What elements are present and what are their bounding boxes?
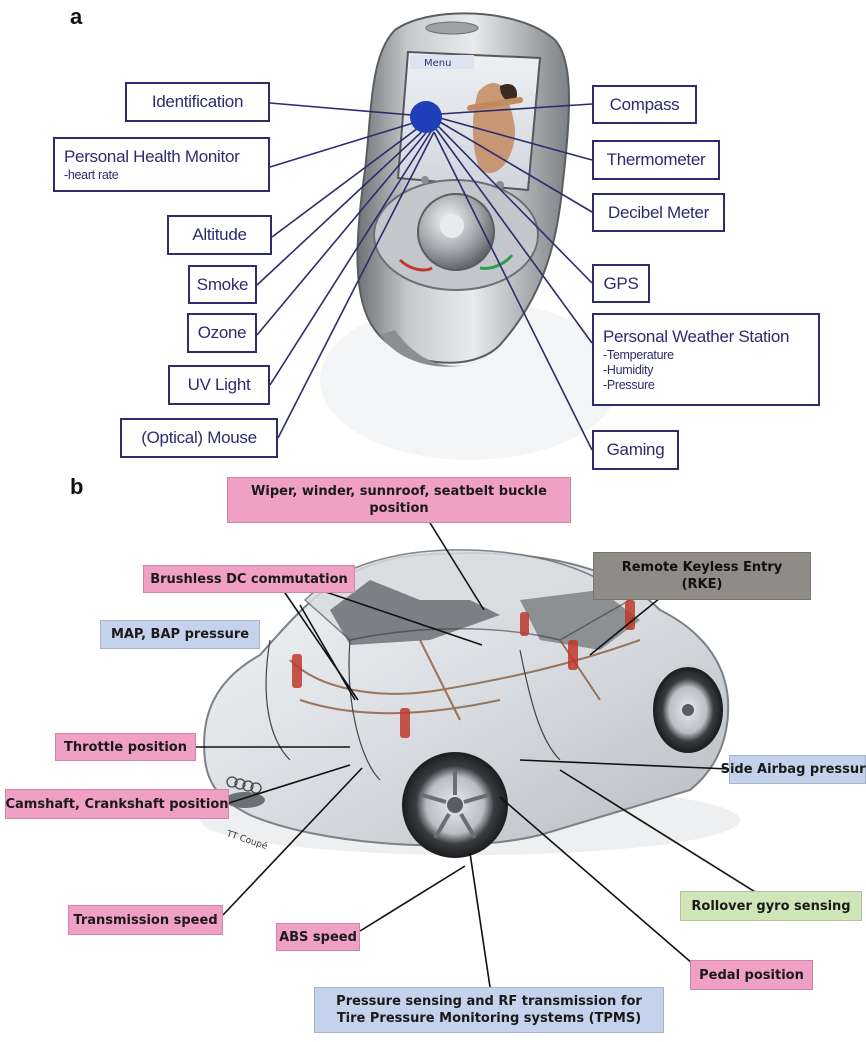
altitude-label: Altitude [167,215,272,255]
decibel-meter-label: Decibel Meter [592,193,725,232]
tpms-line2: Tire Pressure Monitoring systems (TPMS) [337,1010,641,1027]
personal-health-monitor-label: Personal Health Monitor -heart rate [53,137,270,192]
rke-line2: (RKE) [682,576,723,593]
tpms-line1: Pressure sensing and RF transmission for [336,993,642,1010]
wiper-winder-label: Wiper, winder, sunnroof, seatbelt buckle… [227,477,571,523]
personal-weather-station-label: Personal Weather Station -Temperature -H… [592,313,820,406]
rollover-gyro-label: Rollover gyro sensing [680,891,862,921]
smoke-label: Smoke [188,265,257,304]
pedal-position-label: Pedal position [690,960,813,990]
gps-label: GPS [592,264,650,303]
personal-health-monitor-title: Personal Health Monitor [64,146,239,168]
weather-humidity: -Humidity [603,363,653,378]
personal-health-monitor-sub: -heart rate [64,168,118,183]
wiper-winder-line2: position [369,500,428,517]
camshaft-crankshaft-label: Camshaft, Crankshaft position [5,789,229,819]
weather-pressure: -Pressure [603,378,654,393]
optical-mouse-label: (Optical) Mouse [120,418,278,458]
gaming-label: Gaming [592,430,679,470]
abs-speed-label: ABS speed [276,923,360,951]
transmission-speed-label: Transmission speed [68,905,223,935]
uv-light-label: UV Light [168,365,270,405]
tpms-label: Pressure sensing and RF transmission for… [314,987,664,1033]
side-airbag-pressure-label: Side Airbag pressure [729,755,866,784]
sensor-hub-dot [410,101,442,133]
identification-label: Identification [125,82,270,122]
weather-temperature: -Temperature [603,348,674,363]
throttle-position-label: Throttle position [55,733,196,761]
panel-a-letter: a [70,4,82,30]
rke-line1: Remote Keyless Entry [622,559,783,576]
wiper-winder-line1: Wiper, winder, sunnroof, seatbelt buckle [251,483,547,500]
ozone-label: Ozone [187,313,257,353]
map-bap-pressure-label: MAP, BAP pressure [100,620,260,649]
remote-keyless-entry-label: Remote Keyless Entry (RKE) [593,552,811,600]
brushless-dc-label: Brushless DC commutation [143,565,355,593]
phone-screen-menu-text: Menu [424,58,451,69]
personal-weather-station-title: Personal Weather Station [603,326,789,348]
thermometer-label: Thermometer [592,140,720,180]
compass-label: Compass [592,85,697,124]
panel-b-letter: b [70,474,83,500]
